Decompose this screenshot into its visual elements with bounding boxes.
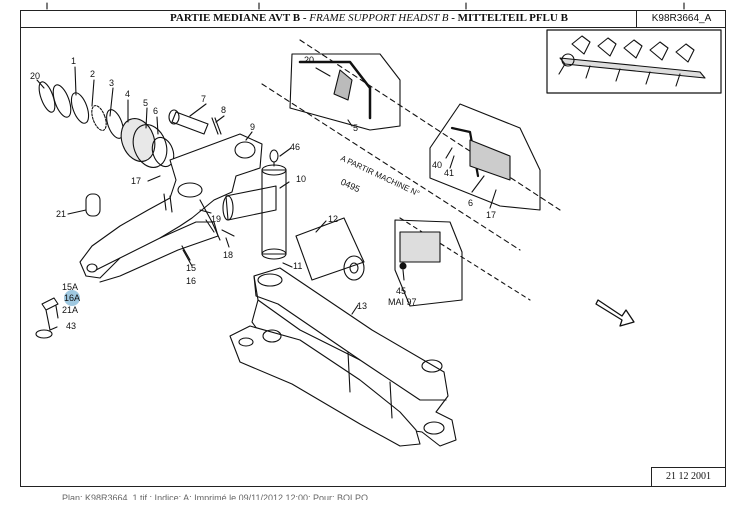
callout-15A[interactable]: 15A [62,282,78,292]
title-block: PARTIE MEDIANE AVT B - FRAME SUPPORT HEA… [20,10,726,28]
callout-5[interactable]: 5 [143,98,148,108]
pin-21 [85,193,101,217]
callout-1[interactable]: 1 [71,56,76,66]
callout-10[interactable]: 10 [296,174,306,184]
drawing-reference: K98R3664_A [636,10,726,28]
callout-16[interactable]: 16 [186,276,196,286]
drawing-frame [20,10,726,487]
detail-callout-41[interactable]: 41 [444,168,454,178]
detail-callout-6[interactable]: 6 [468,198,473,208]
detail-block-2 [429,103,541,211]
callout-12[interactable]: 12 [328,214,338,224]
callout-20[interactable]: 20 [30,71,40,81]
callout-15[interactable]: 15 [186,263,196,273]
bearing-ring-stack [38,81,175,168]
title-german: - MITTELTEIL PFLU B [448,12,568,24]
callout-9[interactable]: 9 [250,122,255,132]
callout-11[interactable]: 11 [293,261,302,271]
detail-callout-45[interactable]: 45 [396,286,406,296]
detail-callout-40[interactable]: 40 [432,160,442,170]
callout-19[interactable]: 19 [211,214,221,224]
callout-7[interactable]: 7 [201,94,206,104]
detail-callout-5[interactable]: 5 [353,123,358,133]
callout-2[interactable]: 2 [90,69,95,79]
title-french: PARTIE MEDIANE AVT B - [170,12,310,24]
serial-number: 0495 [339,177,361,195]
title-english: FRAME SUPPORT HEADST B [309,12,449,24]
callout-17[interactable]: 17 [131,176,141,186]
detail-callout-17[interactable]: 17 [486,210,496,220]
drawing-date: 21 12 2001 [651,467,726,487]
callout-13[interactable]: 13 [357,301,367,311]
callout-4[interactable]: 4 [125,89,130,99]
callout-8[interactable]: 8 [221,105,226,115]
callout-16A[interactable]: 16A [64,293,80,303]
print-footer: Plan: K98R3664_1.tif ; Indice: A; Imprim… [62,493,369,500]
pin-7 [171,111,209,135]
detail-block-3 [394,219,463,307]
callout-43[interactable]: 43 [66,321,76,331]
direction-arrow-icon [595,299,635,327]
tube-12 [295,217,365,281]
callout-6[interactable]: 6 [153,106,158,116]
bushing-10 [225,185,277,221]
thumbnail-overview [546,29,722,94]
diagram-title: PARTIE MEDIANE AVT B - FRAME SUPPORT HEA… [170,12,568,24]
callout-21[interactable]: 21 [56,209,66,219]
mai-97-note: MAI 97 [388,297,417,307]
callout-3[interactable]: 3 [109,78,114,88]
detail-block-1 [289,53,401,131]
highlight-marker [64,290,80,306]
clevis-pin-43 [41,297,59,311]
detail-callout-20[interactable]: 20 [304,55,314,65]
callout-21A[interactable]: 21A [62,305,78,315]
callout-46[interactable]: 46 [290,142,300,152]
callout-18[interactable]: 18 [223,250,233,260]
